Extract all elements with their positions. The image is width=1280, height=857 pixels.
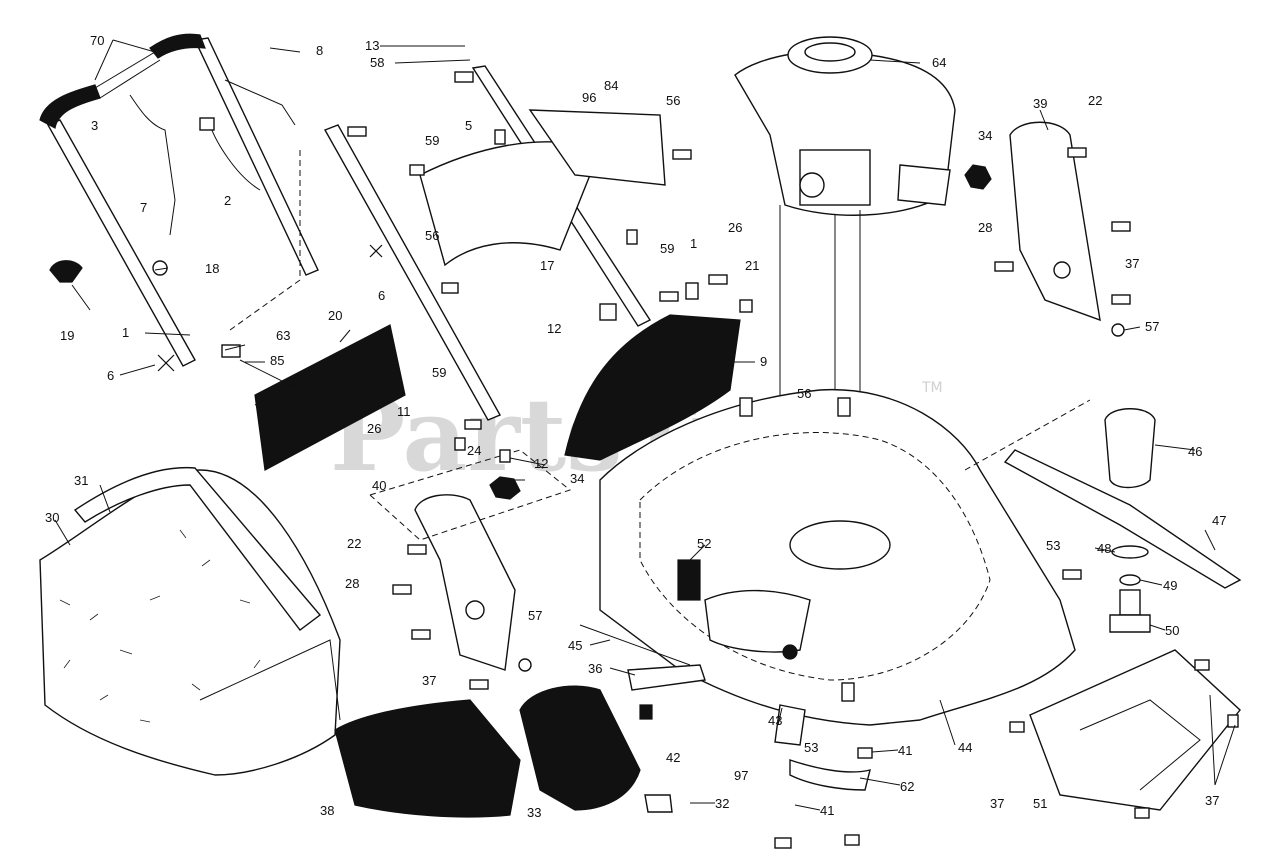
rear-door-hinge bbox=[579, 624, 706, 720]
callout-label: 17 bbox=[540, 258, 554, 273]
callout-label: 1 bbox=[122, 325, 129, 340]
callout-label: 41 bbox=[820, 803, 834, 818]
callout-label: 62 bbox=[900, 779, 914, 794]
callout-label: 36 bbox=[588, 661, 602, 676]
leader-lines bbox=[54, 39, 1236, 811]
callout-label: 2 bbox=[224, 193, 231, 208]
callouts: 70 8 3 7 2 19 18 1 6 6 13 58 59 5 63 85 … bbox=[45, 33, 1226, 820]
callout-label: 7 bbox=[140, 200, 147, 215]
chute-deflector bbox=[419, 109, 666, 267]
callout-label: 5 bbox=[465, 118, 472, 133]
callout-label: 22 bbox=[1088, 93, 1102, 108]
callout-label: 31 bbox=[74, 473, 88, 488]
callout-label: 96 bbox=[582, 90, 596, 105]
callout-label: 26 bbox=[367, 421, 381, 436]
mulch-plug bbox=[519, 685, 673, 813]
watermark-trademark: TM bbox=[921, 380, 943, 396]
callout-label: 51 bbox=[1033, 796, 1047, 811]
baffle-plate bbox=[789, 759, 871, 791]
callout-label: 56 bbox=[797, 386, 811, 401]
callout-label: 39 bbox=[1033, 96, 1047, 111]
callout-label: 58 bbox=[370, 55, 384, 70]
callout-label: 56 bbox=[425, 228, 439, 243]
callout-label: 22 bbox=[347, 536, 361, 551]
callout-label: 57 bbox=[528, 608, 542, 623]
callout-label: 63 bbox=[276, 328, 290, 343]
callout-label: 53 bbox=[1046, 538, 1060, 553]
callout-label: 28 bbox=[345, 576, 359, 591]
callout-label: 6 bbox=[107, 368, 114, 383]
star-knob-lower bbox=[157, 354, 175, 372]
callout-label: 43 bbox=[768, 713, 782, 728]
engine bbox=[734, 36, 956, 560]
rear-flap bbox=[221, 324, 406, 471]
star-knob bbox=[369, 244, 383, 258]
callout-label: 59 bbox=[432, 365, 446, 380]
callout-label: 50 bbox=[1165, 623, 1179, 638]
callout-label: 59 bbox=[425, 133, 439, 148]
control-cable bbox=[199, 117, 261, 191]
side-discharge-chute bbox=[334, 699, 521, 818]
callout-label: 57 bbox=[1145, 319, 1159, 334]
callout-label: 64 bbox=[932, 55, 946, 70]
callout-label: 3 bbox=[91, 118, 98, 133]
callout-label: 40 bbox=[372, 478, 386, 493]
callout-label: 30 bbox=[45, 510, 59, 525]
callout-label: 32 bbox=[715, 796, 729, 811]
callout-label: 56 bbox=[666, 93, 680, 108]
callout-label: 44 bbox=[958, 740, 972, 755]
deck-bracket bbox=[774, 704, 806, 746]
callout-label: 37 bbox=[1125, 256, 1139, 271]
callout-label: 34 bbox=[570, 471, 584, 486]
callout-label: 48 bbox=[1097, 541, 1111, 556]
callout-label: 24 bbox=[467, 443, 481, 458]
callout-label: 21 bbox=[745, 258, 759, 273]
callout-label: 45 bbox=[568, 638, 582, 653]
callout-label: 28 bbox=[978, 220, 992, 235]
callout-label: 52 bbox=[697, 536, 711, 551]
mower-deck bbox=[599, 388, 1076, 726]
callout-label: 84 bbox=[604, 78, 618, 93]
callout-label: 49 bbox=[1163, 578, 1177, 593]
handle-knob bbox=[49, 260, 91, 311]
callout-label: 70 bbox=[90, 33, 104, 48]
callout-label: 20 bbox=[328, 308, 342, 323]
callout-label: 85 bbox=[270, 353, 284, 368]
callout-label: 13 bbox=[365, 38, 379, 53]
callout-label: 34 bbox=[978, 128, 992, 143]
grass-bag bbox=[39, 466, 341, 776]
callout-label: 6 bbox=[378, 288, 385, 303]
callout-label: 12 bbox=[534, 456, 548, 471]
callout-label: 42 bbox=[666, 750, 680, 765]
upper-handle bbox=[39, 33, 319, 367]
callout-label: 53 bbox=[804, 740, 818, 755]
callout-label: 47 bbox=[1212, 513, 1226, 528]
callout-label: 8 bbox=[316, 43, 323, 58]
callout-label: 38 bbox=[320, 803, 334, 818]
callout-label: 37 bbox=[422, 673, 436, 688]
callout-label: 12 bbox=[547, 321, 561, 336]
callout-label: 1 bbox=[690, 236, 697, 251]
callout-label: 33 bbox=[527, 805, 541, 820]
callout-label: 41 bbox=[898, 743, 912, 758]
callout-label: 37 bbox=[1205, 793, 1219, 808]
callout-label: 46 bbox=[1188, 444, 1202, 459]
left-wheel-bracket bbox=[369, 449, 572, 671]
callout-label: 11 bbox=[397, 404, 411, 419]
rear-skirt bbox=[1029, 649, 1241, 811]
callout-label: 26 bbox=[728, 220, 742, 235]
hardware bbox=[347, 71, 1239, 849]
right-wheel-bracket bbox=[964, 121, 1101, 322]
callout-label: 37 bbox=[990, 796, 1004, 811]
callout-label: 59 bbox=[660, 241, 674, 256]
callout-label: 18 bbox=[205, 261, 219, 276]
discharge-cover bbox=[564, 314, 741, 461]
callout-label: 97 bbox=[734, 768, 748, 783]
callout-label: 19 bbox=[60, 328, 74, 343]
callout-label: 9 bbox=[760, 354, 767, 369]
